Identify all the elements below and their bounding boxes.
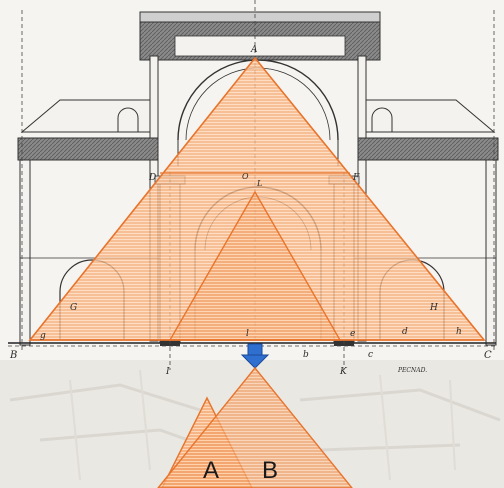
label-l: l	[246, 329, 249, 339]
label-I: I	[165, 367, 170, 377]
label-apex: A	[250, 45, 258, 55]
label-C: C	[484, 350, 492, 361]
label-K: K	[339, 367, 348, 377]
label-b: b	[303, 350, 309, 360]
label-D: D	[148, 173, 156, 183]
proportion-triangles	[28, 56, 486, 341]
label-L: L	[256, 179, 262, 188]
label-h: h	[456, 327, 462, 337]
signature: PECNAD.	[397, 367, 427, 374]
label-B-big: B	[262, 457, 278, 484]
label-F: F	[352, 173, 360, 183]
label-H: H	[429, 303, 438, 313]
label-d: d	[402, 327, 408, 337]
label-B: B	[9, 350, 17, 361]
comparison-triangles: A B	[157, 366, 353, 488]
label-G: G	[70, 303, 77, 313]
label-e: e	[350, 329, 355, 339]
label-c: c	[368, 350, 373, 360]
label-g: g	[40, 331, 46, 341]
down-arrow-icon	[240, 343, 270, 369]
label-O: O	[242, 172, 249, 181]
label-A: A	[203, 457, 219, 484]
triangle-B	[157, 366, 353, 488]
drawing-labels: A D O L F G H B C I K g l b e c d h PECN…	[9, 45, 492, 377]
